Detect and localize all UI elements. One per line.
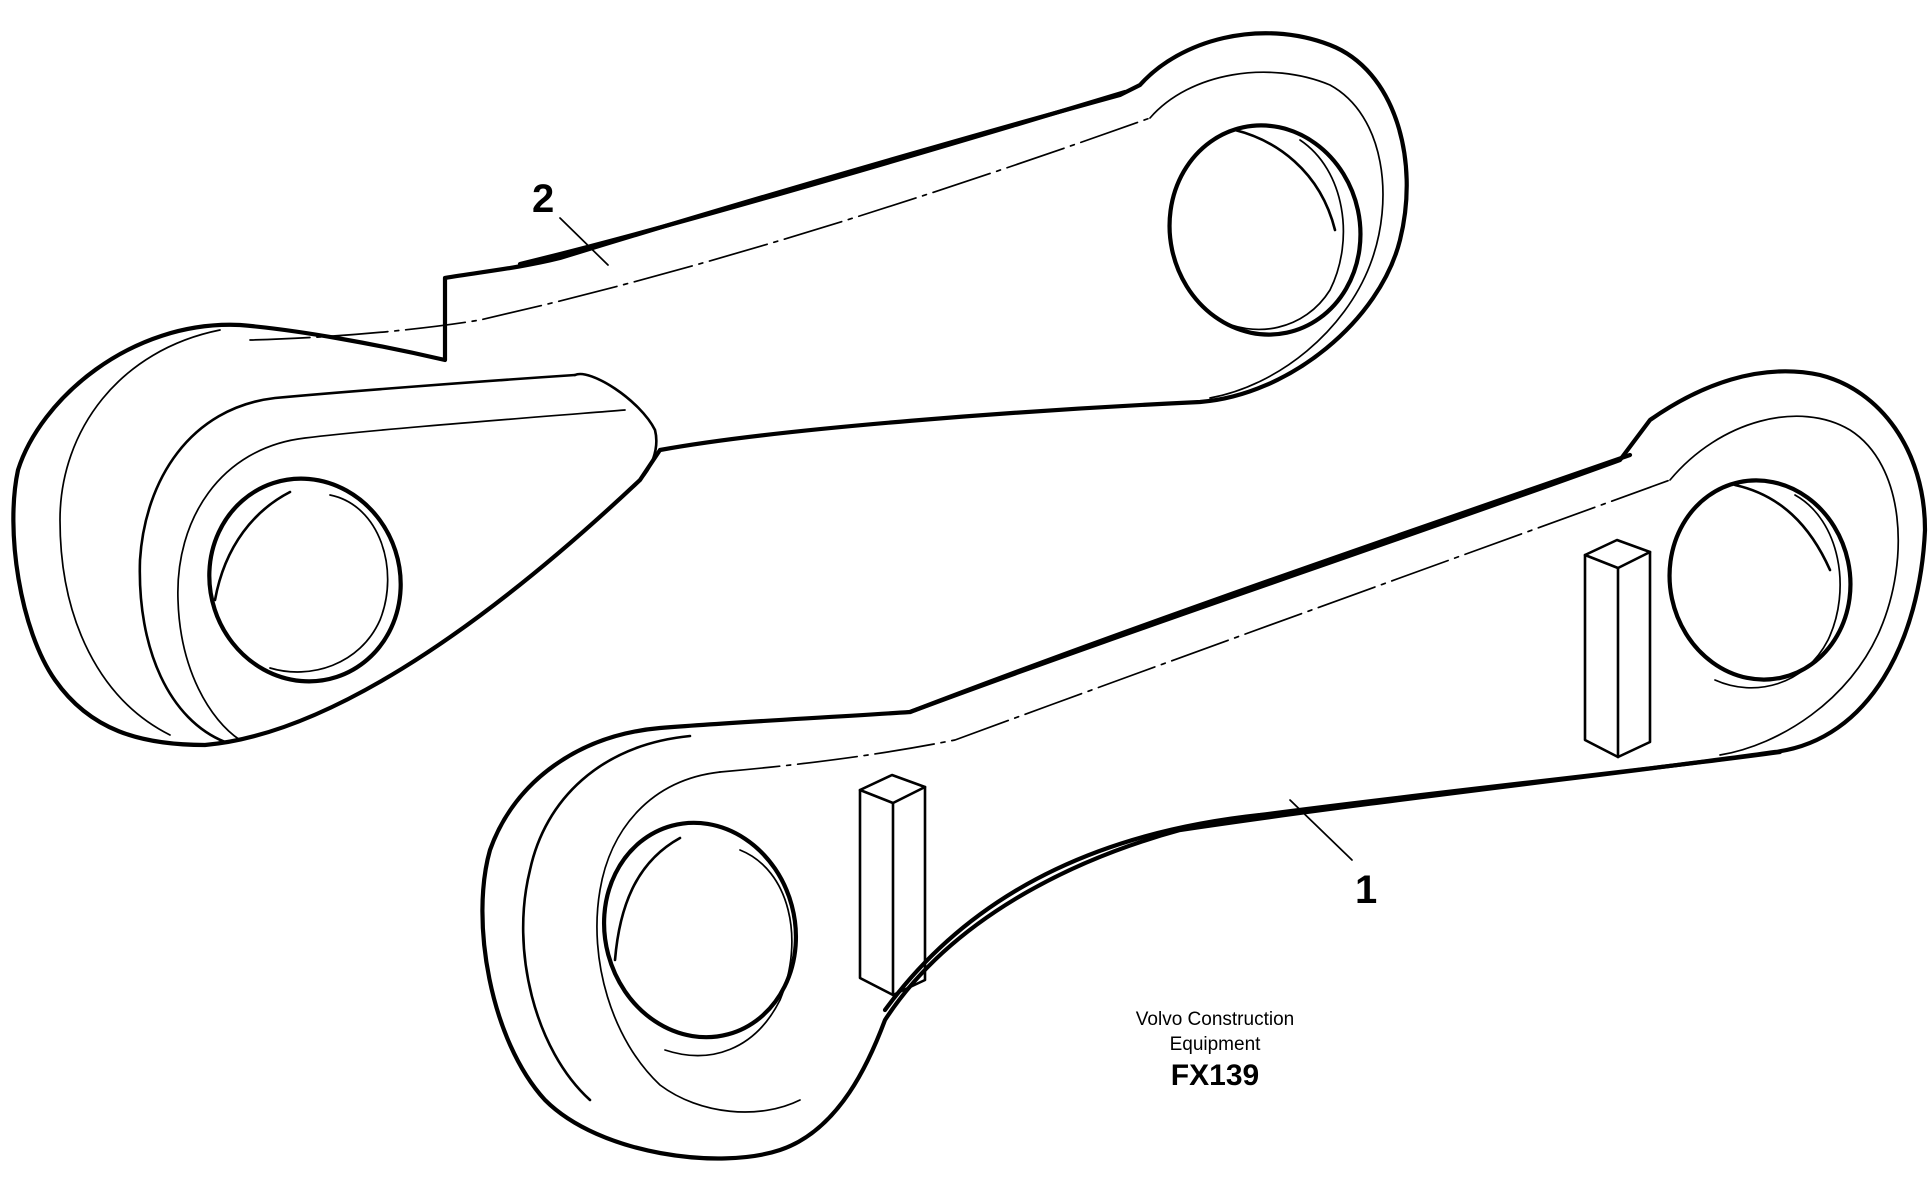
part-2-left-outer-rim [59,329,221,736]
part-1-bottom-edge [882,749,1783,1013]
caption-manufacturer-line1: Volvo Construction [1136,1009,1294,1030]
part-1-top-edge [907,452,1633,715]
part-2-right-bore-depth [1233,128,1337,232]
part-1-right-bore-inner [1714,494,1841,689]
part-1-left-bore-outer [601,820,799,1040]
caption-drawing-code: FX139 [1171,1059,1259,1092]
part-1-key-block-left [858,773,927,997]
part-1-label: 1 [1355,868,1377,912]
part-2-left-bore-inner [269,494,389,673]
part-2-right-boss-rim [1149,71,1384,399]
part-1-chamfer-line [719,479,1671,773]
part-2-right-bore-inner [1214,139,1345,331]
part-1-right-bore-outer [1667,478,1853,682]
part-1-left-bore-inner [664,849,793,1057]
part-2-chamfer-line [249,117,1151,341]
part-2-left-boss-face [138,373,577,744]
part-1-key-block-right [1583,538,1652,759]
part-1-left-bore-depth [613,836,682,962]
part-2-leader-line [559,217,609,266]
part-2-top-edge [517,89,1128,267]
part-2-right-bore-outer [1167,123,1363,337]
part-2-left-bore-outer [207,476,403,684]
part-1-right-face-rim [1669,415,1900,756]
part-2-left-boss-rim-outer [573,372,658,482]
caption-manufacturer-line2: Equipment [1170,1034,1262,1055]
part-1-left-face-rim [596,771,801,1113]
part-1-left-outer-rim [521,734,692,1102]
part-2-outline [11,31,1409,748]
part-2-left-bore-depth [213,490,292,602]
part-1-leader-line [1289,799,1353,861]
part-1-right-bore-depth [1733,483,1832,572]
link-arm-part-1 [480,369,1928,1161]
link-arm-part-2 [11,31,1409,748]
part-2-label: 2 [532,177,554,221]
part-2-left-boss-rim-2 [177,409,626,741]
